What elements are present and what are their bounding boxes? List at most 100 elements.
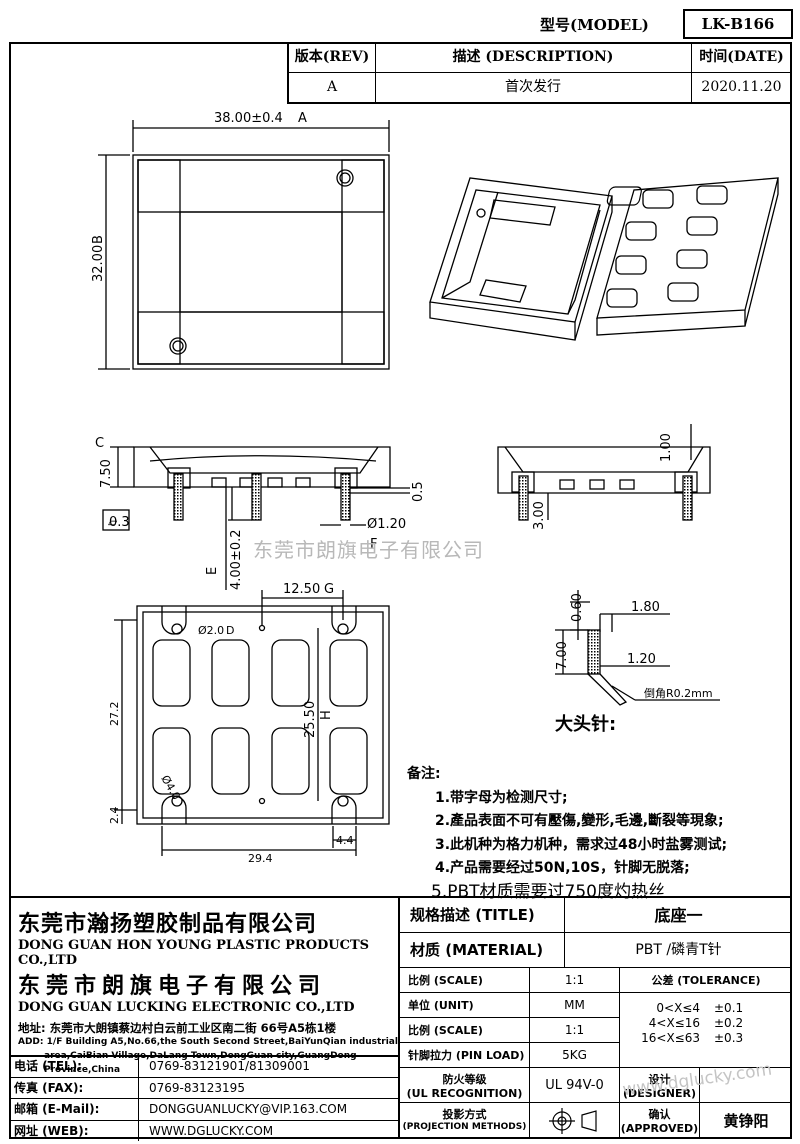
date-value: 2020.11.20 xyxy=(701,79,782,95)
tolerance-value: ±0.1 xyxy=(714,1001,744,1015)
note-item: 4.产品需要经过50N,10S，针脚无脱落; xyxy=(435,860,690,876)
pitch-dim: 12.50 xyxy=(283,582,320,597)
note-item: 3.此机种为格力机种，需求过48小时盐雾测试; xyxy=(435,836,728,853)
chamfer-note: 倒角R0.2mm xyxy=(644,687,713,700)
pin-dia-tag: F xyxy=(370,537,377,552)
flat-dim: 0.3 xyxy=(109,515,130,530)
approved-value: 黄铮阳 xyxy=(723,1112,769,1130)
note-item: 1.带字母为检测尺寸; xyxy=(435,789,568,806)
scale-label: 比例 (SCALE) xyxy=(400,968,530,993)
designer-label-cn: 设计 xyxy=(648,1073,671,1086)
contact-label: 传真 (FAX): xyxy=(10,1077,139,1098)
side2-pin-dim: 3.00 xyxy=(532,501,547,530)
watermark: 东莞市朗旗电子有限公司 xyxy=(253,538,484,562)
notes: 备注: 1.带字母为检测尺寸; 2.產品表面不可有壓傷,變形,毛邊,斷裂等現象;… xyxy=(407,763,727,904)
pin-load-value: 5KG xyxy=(530,1043,620,1068)
scale-value: 1:1 xyxy=(530,968,620,993)
scale2-value: 1:1 xyxy=(530,1018,620,1043)
flatness-symbol: ▱ xyxy=(108,515,118,529)
fire-value: UL 94V-0 xyxy=(530,1068,620,1103)
pin-len-tag: E xyxy=(205,567,220,575)
projection-label-cn: 投影方式 xyxy=(442,1108,487,1121)
tolerance-row: 16<X≤63±0.3 xyxy=(620,1031,792,1046)
width-tag: A xyxy=(298,111,307,126)
contact-row: 电话 (TEL): 0769-83121901/81309001 xyxy=(10,1056,399,1078)
material-label: 材质 (MATERIAL) xyxy=(400,933,565,968)
tolerance-value: ±0.2 xyxy=(714,1016,744,1030)
contact-row: 传真 (FAX): 0769-83123195 xyxy=(10,1077,399,1099)
pin-dia-dim: Ø1.20 xyxy=(367,517,406,532)
height-dim: 32.00 xyxy=(91,245,106,282)
tolerance-label: 公差 (TOLERANCE) xyxy=(620,968,792,993)
fire-label-en: (UL RECOGNITION) xyxy=(406,1087,523,1100)
rev-value: A xyxy=(289,73,376,102)
hole-dim: Ø2.0 xyxy=(198,624,224,637)
unit-value: MM xyxy=(530,993,620,1018)
pin-c-dim: 7.00 xyxy=(555,641,570,670)
material-value: PBT /磷青T针 xyxy=(565,933,792,968)
pin-a-dim: 0.60 xyxy=(570,593,585,622)
title-value: 底座一 xyxy=(565,898,792,933)
description-value: 首次发行 xyxy=(375,73,692,102)
span-dim: 25.50 xyxy=(303,701,318,738)
projection-symbol xyxy=(530,1103,620,1139)
scale2-label: 比例 (SCALE) xyxy=(400,1018,530,1043)
w-total-dim: 29.4 xyxy=(248,852,273,865)
top-view xyxy=(98,120,390,370)
front-view xyxy=(102,446,410,590)
pin-gap-dim: 0.5 xyxy=(411,481,426,502)
span-tag: H xyxy=(319,710,334,720)
contact-row: 邮箱 (E-Mail): DONGGUANLUCKY@VIP.163.COM xyxy=(10,1099,399,1121)
company-name-cn-1: 东莞市瀚扬塑胶制品有限公司 xyxy=(18,911,318,937)
contact-row: 网址 (WEB): WWW.DGLUCKY.COM xyxy=(10,1120,399,1141)
contact-value: 0769-83123195 xyxy=(149,1080,245,1095)
company-name-cn-2: 东莞市朗旗电子有限公司 xyxy=(18,973,327,999)
fire-label-cn: 防火等级 xyxy=(442,1073,487,1086)
part-number: LK-B166 xyxy=(683,9,793,39)
approved-label-en: (APPROVED) xyxy=(620,1122,699,1135)
pin-b-dim: 1.80 xyxy=(631,600,660,615)
projection-label-en: (PROJECTION METHODS) xyxy=(402,1122,527,1132)
side-height-tag: C xyxy=(95,436,104,451)
notes-title: 备注: xyxy=(407,766,441,782)
tolerance-table: 0<X≤4 ±0.1 4<X≤16±0.2 16<X≤63±0.3 xyxy=(620,993,792,1068)
total-h-dim: 27.2 xyxy=(108,702,121,727)
contact-label: 邮箱 (E-Mail): xyxy=(10,1099,139,1120)
pin-detail xyxy=(555,590,720,706)
designer-label-en: (DESIGNER) xyxy=(623,1087,696,1100)
side-view xyxy=(497,424,711,521)
pin-d-dim: 1.20 xyxy=(627,652,656,667)
pin-load-label: 针脚拉力 (PIN LOAD) xyxy=(400,1043,530,1068)
height-tag: B xyxy=(91,235,106,244)
side2-top-dim: 1.00 xyxy=(659,433,674,462)
company-name-en-1: DONG GUAN HON YOUNG PLASTIC PRODUCTS CO.… xyxy=(18,938,370,968)
isometric-view xyxy=(429,177,779,341)
contact-label: 网址 (WEB): xyxy=(10,1120,139,1141)
title-block: 规格描述 (TITLE) 底座一 材质 (MATERIAL) PBT /磷青T针… xyxy=(400,898,792,1139)
tolerance-range: 0<X≤4 xyxy=(656,1001,700,1015)
title-block-divider xyxy=(398,896,400,1139)
address-en-1: ADD: 1/F Building A5,No.66,the South Sec… xyxy=(18,1037,398,1047)
edge-dim: 4.4 xyxy=(336,834,354,847)
revision-table: 版本(REV) 描述 (DESCRIPTION) 时间(DATE) A 首次发行… xyxy=(287,42,792,104)
fire-label: 防火等级 (UL RECOGNITION) xyxy=(400,1068,530,1103)
address-cn: 地址: 东莞市大朗镇蔡边村白云前工业区南二街 66号A5栋1楼 xyxy=(18,1021,337,1035)
approved-label: 确认 (APPROVED) xyxy=(620,1103,700,1139)
technical-drawing: 38.00±0.4 A 32.00 B 7.50 C 0.3 4.00±0.2 … xyxy=(91,111,779,865)
note-item: 2.產品表面不可有壓傷,變形,毛邊,斷裂等現象; xyxy=(435,813,724,829)
company-name-en-2: DONG GUAN LUCKING ELECTRONIC CO.,LTD xyxy=(18,1000,355,1015)
side-height-dim: 7.50 xyxy=(99,459,114,488)
title-block-rule xyxy=(9,896,792,898)
contact-block: 电话 (TEL): 0769-83121901/81309001 传真 (FAX… xyxy=(10,1056,399,1141)
company-block: 东莞市瀚扬塑胶制品有限公司 DONG GUAN HON YOUNG PLASTI… xyxy=(18,906,400,1077)
description-header: 描述 (DESCRIPTION) xyxy=(375,42,692,73)
tolerance-range: 16<X≤63 xyxy=(641,1031,700,1045)
pitch-tag: G xyxy=(324,582,334,597)
rev-header: 版本(REV) xyxy=(289,42,376,73)
tolerance-row: 4<X≤16±0.2 xyxy=(620,1016,792,1031)
projection-icon xyxy=(549,1108,597,1134)
title-label: 规格描述 (TITLE) xyxy=(400,898,565,933)
unit-label: 单位 (UNIT) xyxy=(400,993,530,1018)
projection-label: 投影方式 (PROJECTION METHODS) xyxy=(400,1103,530,1139)
model-label: 型号(MODEL) xyxy=(540,16,649,34)
